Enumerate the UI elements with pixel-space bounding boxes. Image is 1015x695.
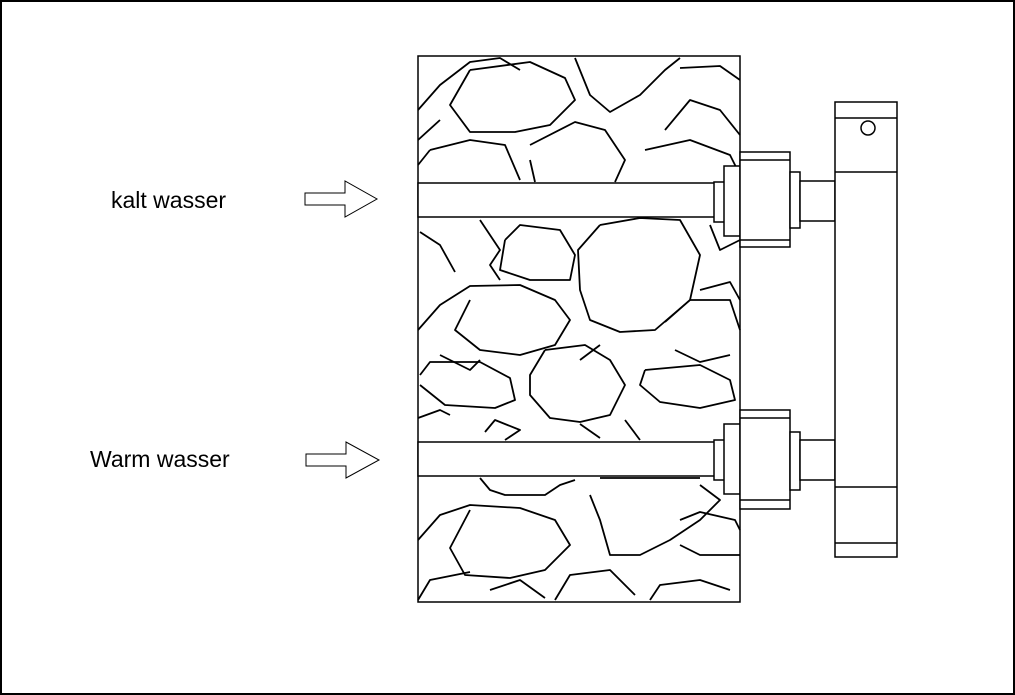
warm-water-pipe bbox=[417, 441, 721, 477]
mixer-screw-icon bbox=[860, 120, 876, 136]
mixer-body bbox=[834, 101, 898, 558]
stone-texture bbox=[417, 57, 741, 601]
warm-water-arrow bbox=[305, 441, 381, 479]
cold-water-label: kalt wasser bbox=[111, 187, 226, 213]
wall-outline bbox=[417, 55, 741, 603]
warm-water-label: Warm wasser bbox=[90, 446, 230, 472]
cold-water-fitting bbox=[713, 151, 836, 248]
cold-water-arrow bbox=[304, 180, 379, 218]
stone-wall bbox=[417, 55, 741, 603]
warm-water-fitting bbox=[713, 409, 836, 510]
cold-water-pipe bbox=[417, 182, 721, 218]
mixer-unit bbox=[834, 101, 898, 558]
